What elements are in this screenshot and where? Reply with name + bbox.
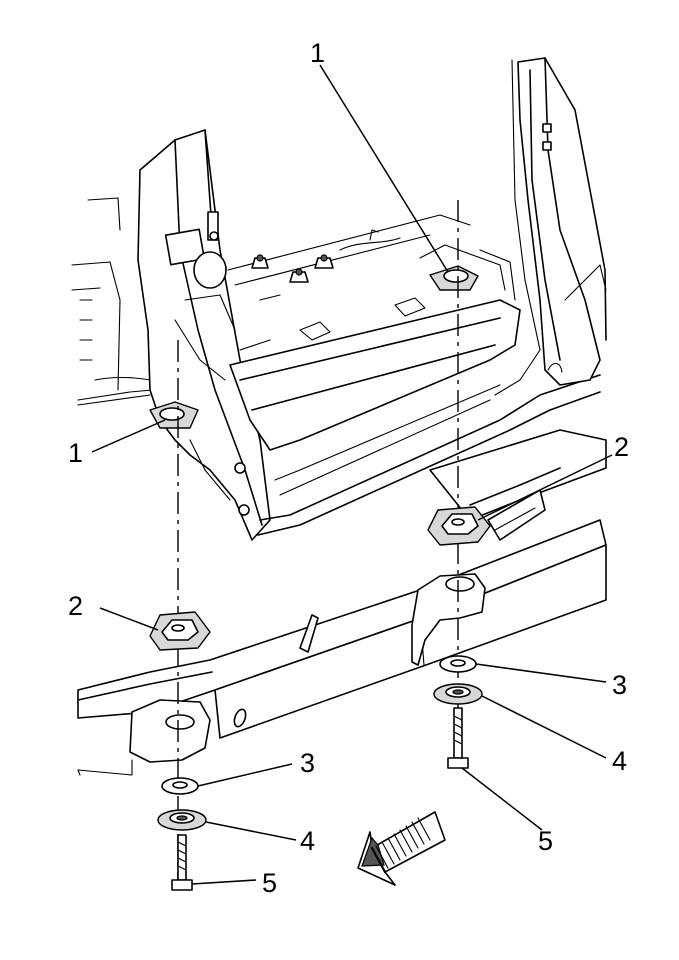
callout-3-right: 3 (612, 670, 627, 700)
frame-rail (77, 429, 607, 776)
callout-labels: 1 1 2 2 3 3 4 4 5 5 (68, 38, 629, 898)
callout-2-left: 2 (68, 591, 83, 621)
callout-3-left: 3 (300, 748, 315, 778)
right-mount-stack (427, 506, 491, 769)
front-direction-arrow-icon (357, 811, 446, 886)
leader-lines (91, 64, 613, 885)
callout-1-top: 1 (310, 38, 325, 68)
callout-4-left: 4 (300, 826, 315, 856)
vehicle-body (71, 57, 607, 541)
callout-2-right: 2 (614, 432, 629, 462)
left-mount-stack (149, 611, 211, 891)
callout-4-right: 4 (612, 746, 627, 776)
callout-1-left: 1 (68, 438, 83, 468)
callout-5-right: 5 (538, 826, 553, 856)
callout-5-left: 5 (262, 868, 277, 898)
